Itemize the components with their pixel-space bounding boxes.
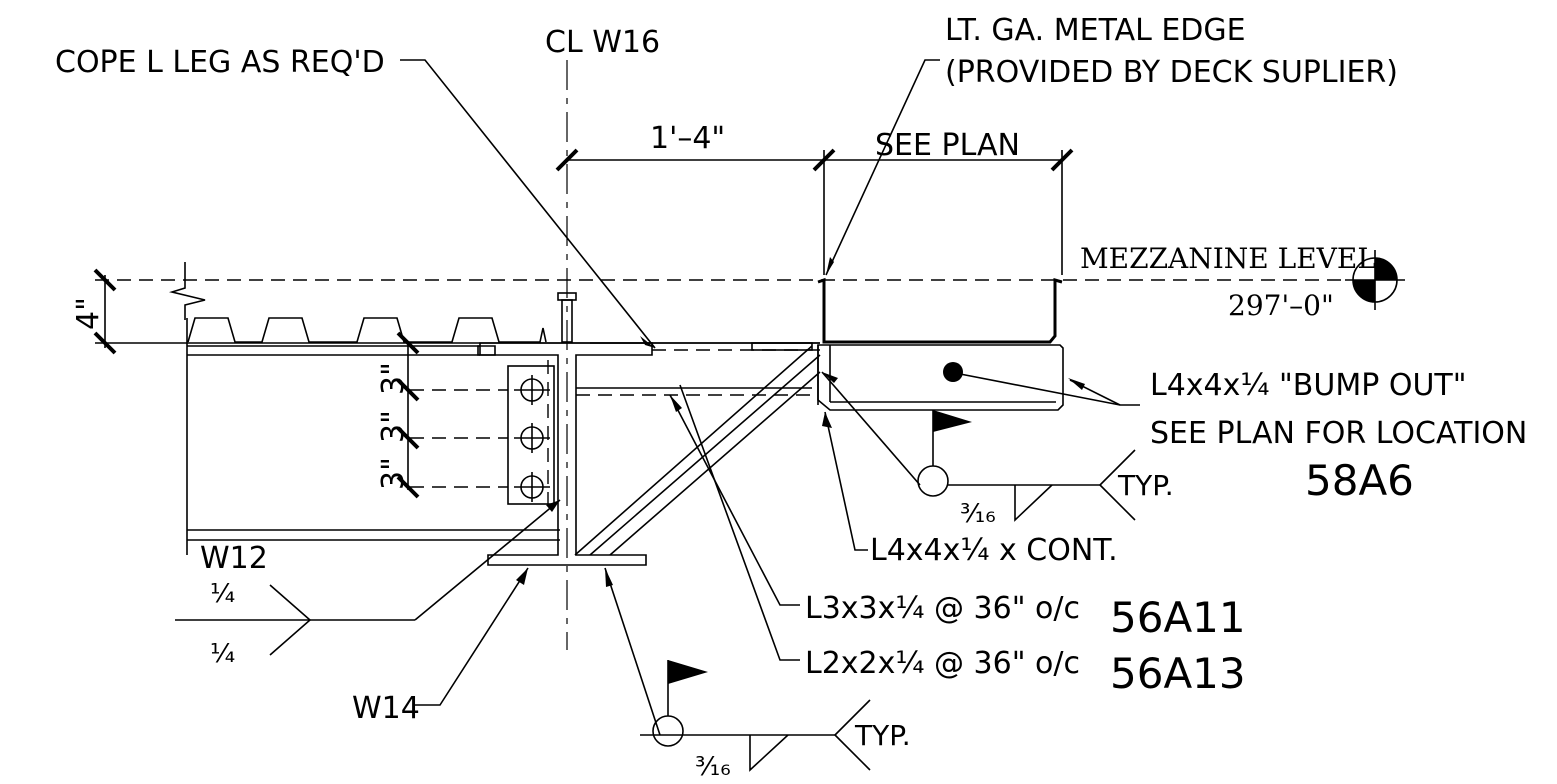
elevation-datum-icon	[1345, 250, 1405, 310]
lt-ga-metal-edge	[817, 277, 1063, 344]
elevation-value: 297'–0"	[1228, 289, 1334, 322]
metal-deck	[187, 317, 547, 343]
l4x4-bump-out-angle	[817, 344, 1064, 411]
l3x3-note: L3x3x¼ @ 36" o/c	[805, 591, 1080, 626]
weld-size-316-b: ³⁄₁₆	[695, 752, 731, 782]
w12-label: W12	[200, 541, 268, 576]
bolt-spacing-3: 3"	[376, 457, 411, 490]
kicker-braces	[574, 345, 821, 556]
w14-label: W14	[352, 691, 420, 726]
typ-label-1: TYP.	[1117, 469, 1174, 502]
ref-58a6: 58A6	[1305, 456, 1414, 505]
bolt-icon	[514, 375, 550, 502]
bump-out-note-2: SEE PLAN FOR LOCATION	[1150, 416, 1527, 451]
typ-label-2: TYP.	[854, 719, 911, 752]
shear-tab-plate	[507, 360, 555, 505]
field-weld-icon-2	[652, 715, 684, 747]
cl-w16-label: CL W16	[545, 25, 660, 60]
bolt-spacing-2: 3"	[376, 410, 411, 443]
deck-edge-angle	[576, 342, 820, 396]
ref-56a13: 56A13	[1110, 649, 1246, 698]
field-weld-flag-icon	[933, 410, 972, 432]
cope-note: COPE L LEG AS REQ'D	[55, 45, 385, 80]
dimension-1ft4: 1'–4"	[650, 121, 725, 156]
field-weld-flag-icon-2	[668, 660, 708, 684]
metal-edge-note-1: LT. GA. METAL EDGE	[945, 13, 1246, 48]
weld-size-14-bot: ¹⁄₄	[210, 639, 235, 669]
cont-angle-note: L4x4x¼ x CONT.	[870, 533, 1118, 568]
l2x2-note: L2x2x¼ @ 36" o/c	[805, 646, 1080, 681]
weld-size-14-top: ¹⁄₄	[210, 579, 235, 609]
dimension-see-plan: SEE PLAN	[875, 128, 1020, 163]
bolt-hole-icon	[943, 362, 963, 382]
ref-56a11: 56A11	[1110, 593, 1246, 642]
weld-size-316-a: ³⁄₁₆	[960, 499, 996, 529]
dimension-4in: 4"	[71, 297, 106, 330]
bump-out-note-1: L4x4x¼ "BUMP OUT"	[1150, 368, 1467, 403]
bolt-spacing-1: 3"	[376, 362, 411, 395]
break-line-icon	[168, 262, 206, 320]
mezzanine-level-label: MEZZANINE LEVEL	[1080, 242, 1376, 275]
w16-girder	[479, 342, 653, 566]
field-weld-icon	[917, 465, 949, 497]
shear-stud	[557, 292, 577, 343]
w12-beam	[186, 318, 560, 555]
metal-edge-note-2: (PROVIDED BY DECK SUPLIER)	[945, 55, 1398, 90]
